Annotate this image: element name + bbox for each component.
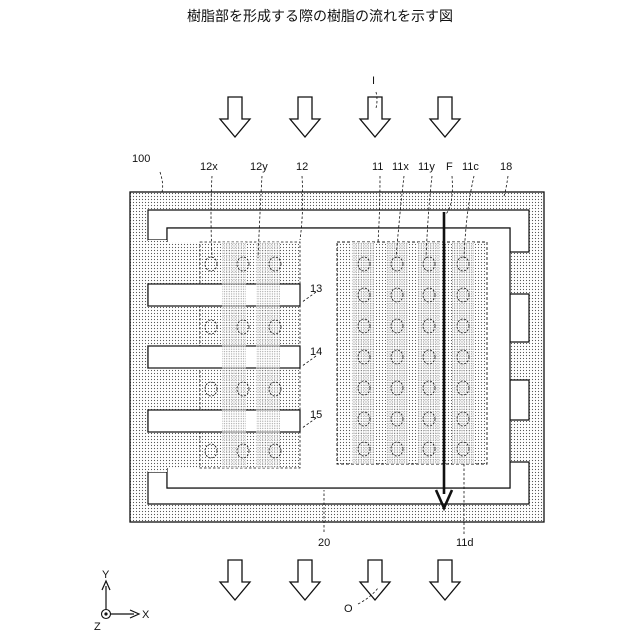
- axis-y-label: Y: [102, 569, 110, 581]
- label-13: 13: [310, 283, 322, 295]
- inflow-arrow-3: [360, 97, 390, 137]
- label-11y: 11y: [418, 161, 435, 173]
- label-20: 20: [318, 537, 330, 549]
- label-12x: 12x: [200, 161, 218, 173]
- outflow-arrow-2: [290, 560, 320, 600]
- label-11x: 11x: [392, 161, 409, 173]
- label-11d: 11d: [456, 537, 474, 549]
- axis-x-label: X: [142, 609, 150, 621]
- outflow-arrow-3: [360, 560, 390, 600]
- axis-indicator: Y X Z: [94, 569, 150, 633]
- label-11c: 11c: [462, 161, 479, 173]
- outflow-arrow-1: [220, 560, 250, 600]
- label-out-flow: O: [344, 603, 353, 615]
- outflow-arrow-4: [430, 560, 460, 600]
- label-in-flow: I: [372, 75, 375, 87]
- label-100: 100: [132, 153, 150, 165]
- label-f: F: [446, 161, 453, 173]
- label-15: 15: [310, 409, 322, 421]
- inflow-arrow-2: [290, 97, 320, 137]
- inflow-arrow-1: [220, 97, 250, 137]
- inflow-arrow-4: [430, 97, 460, 137]
- outflow-arrows: [220, 560, 460, 600]
- label-12: 12: [296, 161, 308, 173]
- label-18: 18: [500, 161, 512, 173]
- label-12y: 12y: [250, 161, 268, 173]
- inflow-arrows: [220, 97, 460, 137]
- axis-z-label: Z: [94, 621, 101, 633]
- label-11: 11: [372, 161, 383, 173]
- label-14: 14: [310, 346, 322, 358]
